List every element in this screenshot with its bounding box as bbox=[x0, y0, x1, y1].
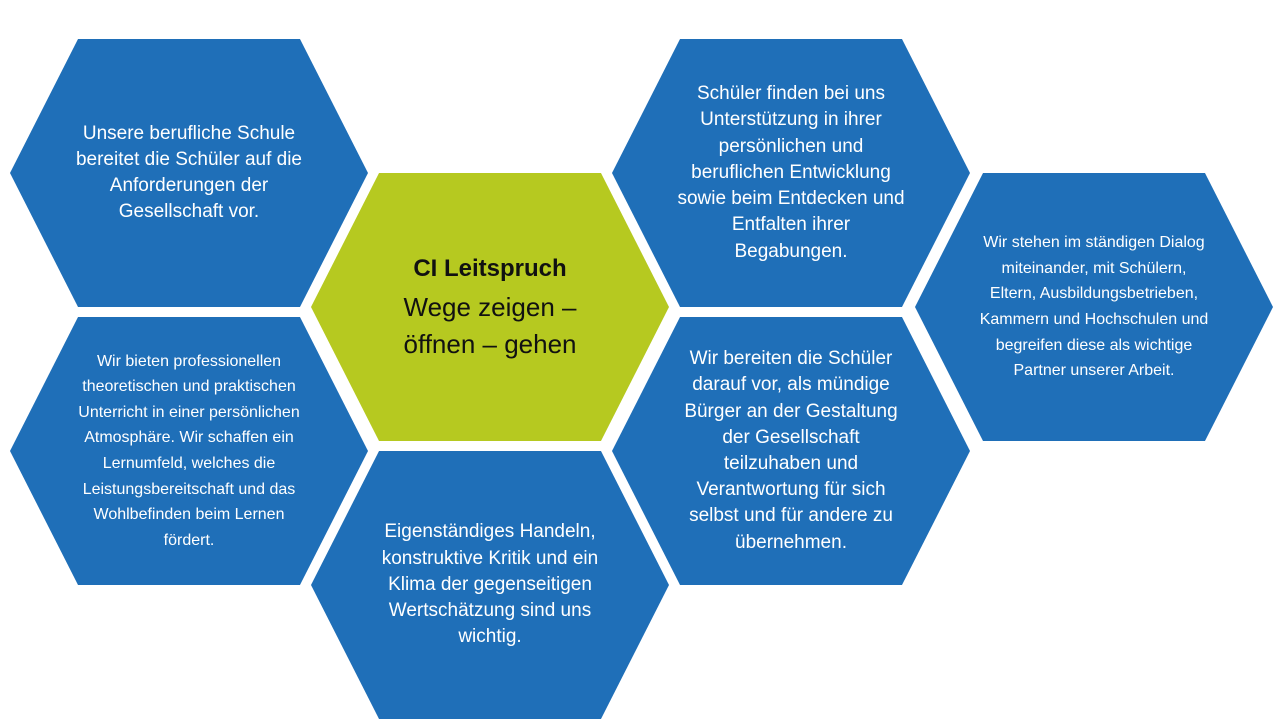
hexagon-top-left-text: Unsere berufliche Schule bereitet die Sc… bbox=[75, 122, 303, 223]
hexagon-top-left: Unsere berufliche Schule bereitet die Sc… bbox=[10, 39, 368, 307]
center-motto: Wege zeigen – öffnen – gehen bbox=[403, 292, 577, 359]
hexagon-mid-left: Wir bieten professionellen theoretischen… bbox=[10, 317, 368, 585]
hexagon-mid-right: Wir bereiten die Schüler darauf vor, als… bbox=[612, 317, 970, 585]
hexagon-center-content: CI Leitspruch Wege zeigen – öffnen – geh… bbox=[365, 252, 616, 362]
hexagon-mid-left-text: Wir bieten professionellen theoretischen… bbox=[78, 352, 300, 549]
hexagon-top-mid: Schüler finden bei uns Unterstützung in … bbox=[612, 39, 970, 307]
hexagon-mid-right-text: Wir bereiten die Schüler darauf vor, als… bbox=[684, 348, 898, 553]
hexagon-bottom-center: Eigenständiges Handeln, konstruktive Kri… bbox=[311, 451, 669, 719]
hexagon-bottom-center-text: Eigenständiges Handeln, konstruktive Kri… bbox=[381, 521, 599, 648]
hexagon-top-mid-text: Schüler finden bei uns Unterstützung in … bbox=[677, 83, 905, 262]
hexagon-far-right: Wir stehen im ständigen Dialog miteinand… bbox=[915, 173, 1273, 441]
hexagon-far-right-text: Wir stehen im ständigen Dialog miteinand… bbox=[979, 234, 1209, 380]
center-title: CI Leitspruch bbox=[413, 254, 567, 282]
hexagon-center: CI Leitspruch Wege zeigen – öffnen – geh… bbox=[311, 173, 669, 441]
